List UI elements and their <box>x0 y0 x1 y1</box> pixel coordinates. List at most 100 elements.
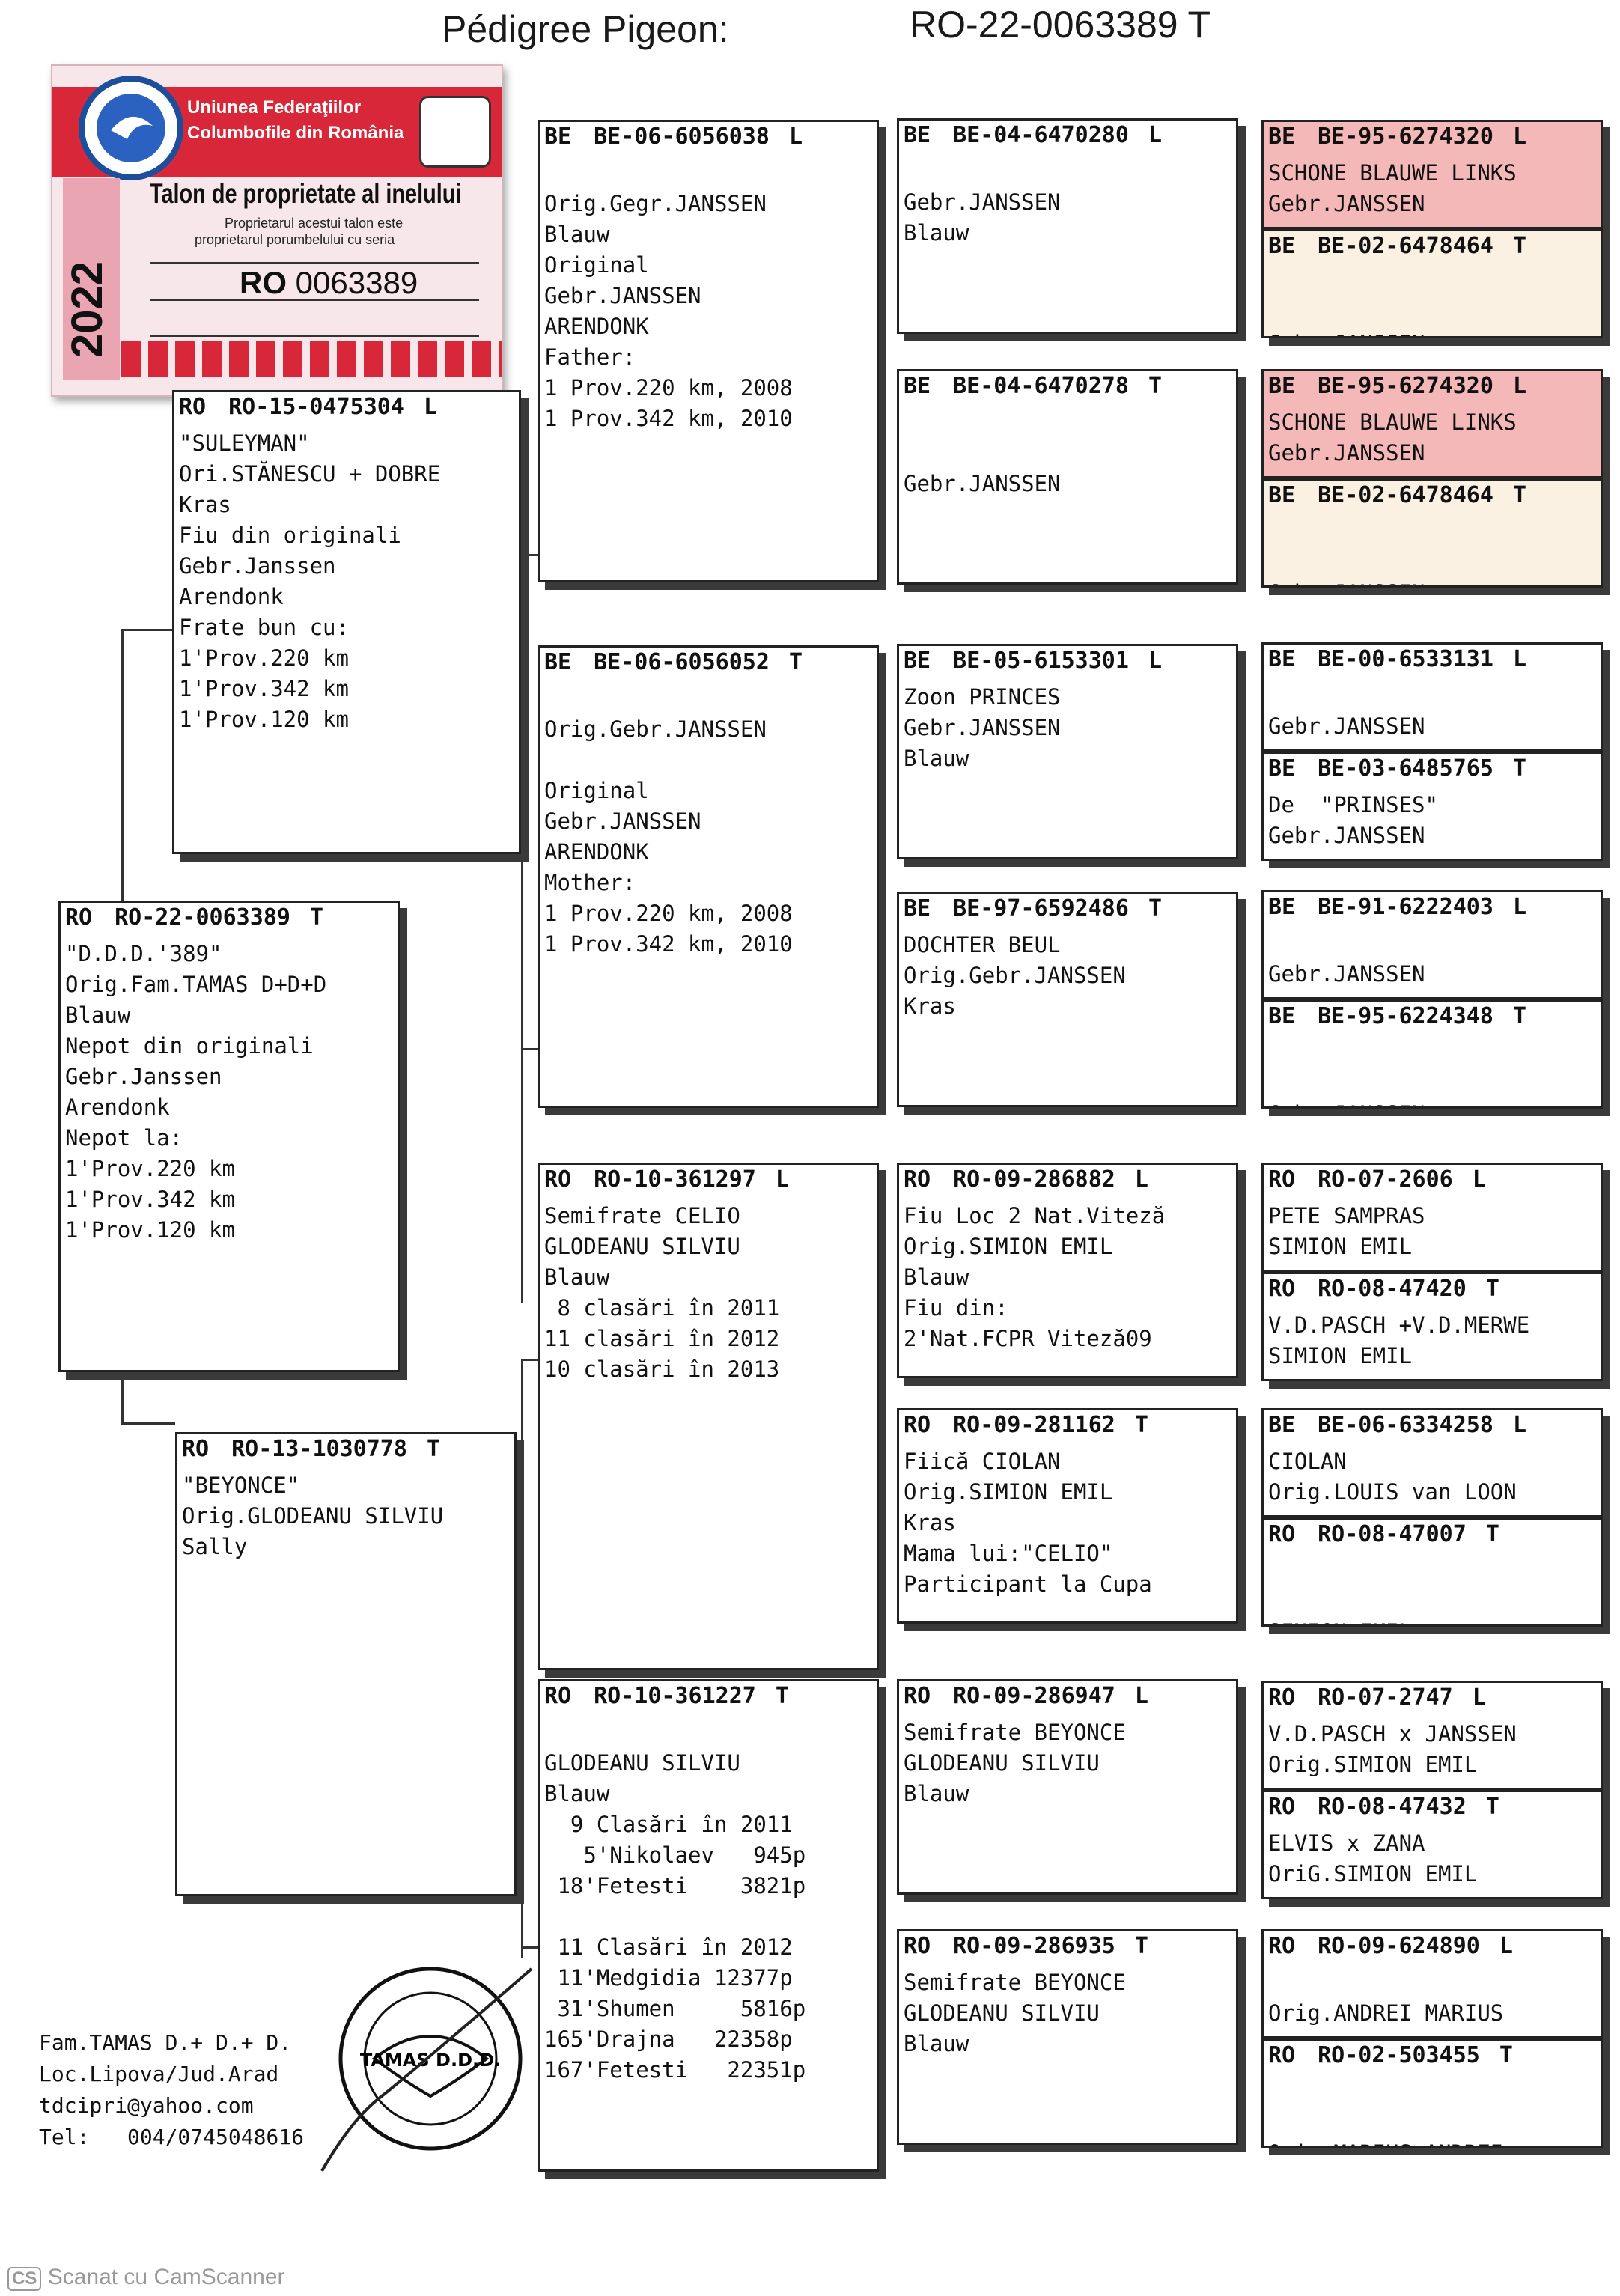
pigeon-info-line: "D.D.D.'389" <box>65 941 222 966</box>
connector-line <box>521 554 523 1303</box>
pigeon-sex: T <box>1485 1521 1499 1547</box>
pigeon-info-line: 1 Prov.342 km, 2010 <box>544 931 793 957</box>
pigeon-info-line: Gebr.JANSSEN <box>904 715 1061 740</box>
card-subtitle-2: proprietarul porumbelului cu seria <box>195 232 395 247</box>
ring-number: RO-07-2747 <box>1318 1684 1453 1711</box>
ring-country: RO <box>1268 1933 1296 1959</box>
pigeon-sex: T <box>1512 1003 1526 1029</box>
owner-phone: Tel: 004/0745048616 <box>39 2125 305 2149</box>
ring-number: RO-09-286882 <box>953 1166 1115 1193</box>
ring-country: RO <box>904 1933 931 1959</box>
pigeon-sex: T <box>1485 1794 1499 1820</box>
ring-number: RO-08-47007 <box>1318 1521 1467 1547</box>
ring-country: BE <box>904 895 931 922</box>
pigeon-sex: L <box>1134 1683 1148 1709</box>
card-ring-digits: 0063389 <box>295 265 418 300</box>
pigeon-info-line: 11'Medgidia 12377p <box>544 1965 793 1991</box>
pigeon-info-line: GLODEANU SILVIU <box>904 1750 1100 1776</box>
pigeon-info-line: 10 clasări în 2013 <box>544 1356 780 1382</box>
pigeon-info-line: Gebr.JANSSEN <box>1268 1099 1425 1106</box>
pigeon-info-line: Mother: <box>544 870 636 895</box>
pigeon-sex: L <box>423 394 437 420</box>
pigeon-info-line: 31'Shumen 5816p <box>544 1996 806 2021</box>
pigeon-sex: L <box>1472 1684 1486 1711</box>
ring-country: RO <box>544 1683 572 1709</box>
pigeon-info-line: Original <box>544 778 649 803</box>
pigeon-info-line: Nepot din originali <box>65 1033 314 1059</box>
pigeon-info-line: Zoon PRINCES <box>904 684 1061 710</box>
pigeon-sex: T <box>1499 2042 1513 2068</box>
pigeon-info-line: Gebr.JANSSEN <box>904 471 1061 496</box>
pigeon-info-line: Orig.Gebr.JANSSEN <box>544 716 767 742</box>
page-title-label: Pédigree Pigeon: <box>442 8 729 50</box>
pigeon-info-line: Nepot la: <box>65 1125 183 1151</box>
pigeon-info-line: GLODEANU SILVIU <box>904 2000 1100 2026</box>
ring-number: RO-09-624890 <box>1318 1933 1480 1959</box>
ring-number: BE-02-6478464 <box>1318 482 1493 508</box>
card-ring-line-3 <box>150 335 479 337</box>
pigeon-sex: T <box>788 649 803 675</box>
ring-country: RO <box>1268 2042 1296 2068</box>
ring-number: BE-91-6222403 <box>1318 894 1493 920</box>
pigeon-info-line: Kras <box>179 492 231 517</box>
ring-number: RO-09-281162 <box>953 1412 1115 1438</box>
card-ring-prefix: RO <box>240 265 287 300</box>
ring-number: BE-03-6485765 <box>1318 755 1493 782</box>
pigeon-info-line: Orig.Gebr.JANSSEN <box>904 963 1126 988</box>
ring-country: BE <box>544 649 572 675</box>
pigeon-info-line: Orig.SIMION EMIL <box>1268 1752 1478 1777</box>
ring-number: RO-09-286947 <box>953 1683 1115 1709</box>
ring-country: RO <box>904 1166 931 1193</box>
connector-line <box>521 1359 538 1361</box>
card-year: 2022 <box>63 261 112 358</box>
pigeon-info-line: Semifrate CELIO <box>544 1203 740 1228</box>
ring-number: BE-95-6274320 <box>1318 373 1493 399</box>
pigeon-info-line: Mama lui:"CELIO" <box>904 1541 1113 1566</box>
ring-number: RO-10-361227 <box>594 1683 756 1709</box>
pigeon-sex: T <box>1148 895 1162 922</box>
pigeon-info-line: Fiică CIOLAN <box>904 1449 1061 1474</box>
pigeon-sex: T <box>1148 373 1162 399</box>
connector-line <box>521 1946 538 1949</box>
pigeon-info-line: GLODEANU SILVIU <box>544 1750 740 1776</box>
pigeon-info-line: Gebr.JANSSEN <box>1268 961 1425 987</box>
pigeon-info-line: 1'Prov.342 km <box>65 1187 235 1212</box>
vertical-year-band: 2022 <box>63 178 120 380</box>
pigeon-sex: L <box>1499 1933 1513 1959</box>
pigeon-info-line: Orig.LOUIS van LOON <box>1268 1479 1517 1505</box>
pigeon-info-line: Arendonk <box>179 584 284 609</box>
pigeon-info-line: Gebr.Janssen <box>179 553 336 579</box>
pigeon-sex: L <box>1512 1412 1526 1438</box>
pigeon-info-line: SCHONE BLAUWE LINKS <box>1268 160 1517 186</box>
ring-number: BE-06-6056038 <box>594 124 770 150</box>
pigeon-info-line: 2'Nat.FCPR Viteză09 <box>904 1326 1152 1351</box>
pigeon-info-line: 1'Prov.220 km <box>65 1156 235 1181</box>
pigeon-sex: T <box>1134 1412 1148 1438</box>
ring-number: BE-04-6470278 <box>953 373 1129 399</box>
card-ring-line-1 <box>150 262 479 264</box>
ring-country: RO <box>1268 1166 1296 1193</box>
pigeon-info-line: PETE SAMPRAS <box>1268 1203 1425 1228</box>
pigeon-info-line: ELVIS x ZANA <box>1268 1830 1425 1856</box>
ring-number: BE-97-6592486 <box>953 895 1129 922</box>
pigeon-info-line: Ori.STĂNESCU + DOBRE <box>179 461 441 487</box>
pigeon-info-line: Arendonk <box>65 1094 170 1120</box>
